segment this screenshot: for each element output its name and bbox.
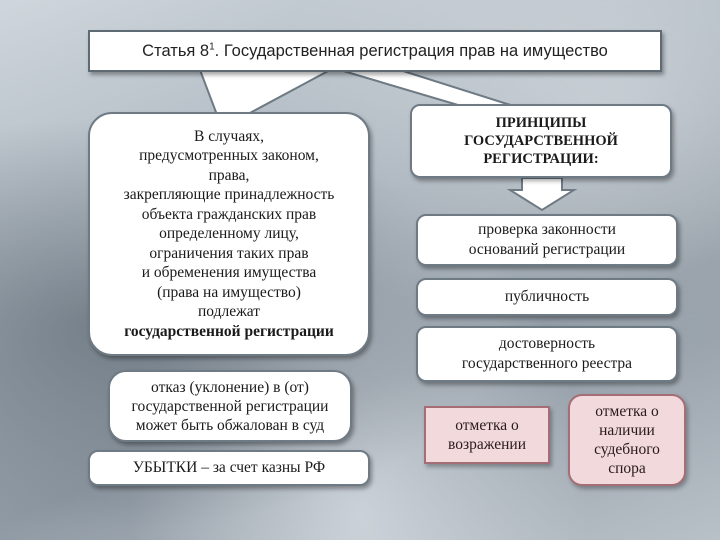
principle-line: проверка законности	[478, 221, 616, 238]
requirement-line: закрепляющие принадлежность	[123, 186, 335, 204]
article-title: Статья 81. Государственная регистрация п…	[88, 30, 662, 72]
principle-legality-check: проверка законности оснований регистраци…	[416, 214, 678, 266]
refusal-appeal-box: отказ (уклонение) в (от) государственной…	[108, 370, 352, 442]
requirement-bold-line: государственной регистрации	[124, 322, 334, 340]
registration-requirement-box: В случаях, предусмотренных законом, прав…	[88, 112, 370, 356]
appeal-line: может быть обжалован в суд	[135, 416, 325, 434]
down-arrow	[506, 177, 578, 212]
mark-line: спора	[608, 460, 646, 477]
mark-line: наличии	[599, 422, 655, 439]
principles-heading-line: ГОСУДАРСТВЕННОЙ	[464, 133, 618, 149]
principle-line: публичность	[504, 288, 590, 305]
principles-heading-line: ПРИНЦИПЫ	[495, 115, 587, 131]
principle-line: государственного реестра	[461, 355, 633, 372]
requirement-line: и обременения имущества	[141, 264, 317, 282]
mark-line: отметка о	[455, 417, 519, 434]
requirement-line: подлежат	[197, 303, 261, 321]
requirement-line: (права на имущество)	[157, 283, 301, 301]
article-title-text: Статья 81. Государственная регистрация п…	[142, 41, 608, 60]
requirement-line: предусмотренных законом,	[139, 147, 319, 165]
article-number-superscript: 1	[209, 41, 215, 52]
mark-line: возражении	[448, 436, 526, 453]
principles-heading-line: РЕГИСТРАЦИИ:	[483, 151, 599, 167]
mark-line: отметка о	[595, 403, 659, 420]
requirement-line: определенному лицу,	[159, 225, 299, 243]
principles-heading-box: ПРИНЦИПЫ ГОСУДАРСТВЕННОЙ РЕГИСТРАЦИИ:	[410, 104, 672, 178]
appeal-line: государственной регистрации	[131, 397, 329, 415]
mark-line: судебного	[594, 441, 660, 458]
losses-text: УБЫТКИ – за счет казны РФ	[132, 459, 326, 476]
callout-tail-right	[339, 69, 521, 109]
requirement-line: объекта гражданских прав	[141, 205, 317, 223]
principle-reliability: достоверность государственного реестра	[416, 326, 678, 382]
losses-box: УБЫТКИ – за счет казны РФ	[88, 450, 370, 486]
principle-line: достоверность	[498, 335, 596, 352]
objection-mark-box: отметка о возражении	[424, 406, 550, 464]
principle-publicity: публичность	[416, 278, 678, 316]
court-dispute-mark-box: отметка о наличии судебного спора	[568, 394, 686, 486]
appeal-line: отказ (уклонение) в (от)	[151, 378, 309, 396]
principle-line: оснований регистрации	[468, 241, 626, 258]
requirement-line: В случаях,	[193, 127, 264, 145]
requirement-line: права,	[208, 166, 250, 184]
requirement-line: ограничения таких прав	[149, 244, 309, 262]
